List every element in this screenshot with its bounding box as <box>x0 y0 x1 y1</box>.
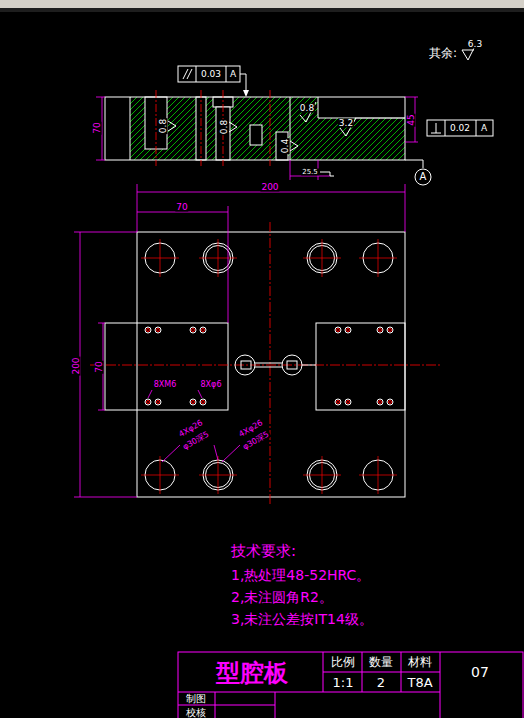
tolerance-value: 0.03 <box>200 70 222 79</box>
hole-callout: 8XM6 <box>153 381 178 389</box>
roughness-value: 3.2 <box>338 119 354 128</box>
title-cell: 07 <box>470 665 490 679</box>
dimension: 70 <box>175 203 188 212</box>
dimension: 25.5 <box>301 169 319 176</box>
title-cell: 比例 <box>330 656 356 668</box>
roughness-value: 0.8 <box>299 104 315 113</box>
dimension: 200 <box>72 356 81 375</box>
title-cell: 材料 <box>407 656 433 668</box>
roughness-value: 0.8 <box>220 119 229 135</box>
title-cell: 校核 <box>185 708 207 718</box>
datum-ref: A <box>480 124 488 133</box>
datum-label: A <box>419 172 428 182</box>
hole-callout: 8Xφ6 <box>200 381 223 389</box>
note-text: 其余: <box>428 47 458 59</box>
title-cell: 数量 <box>368 656 394 668</box>
tech-heading: 技术要求: <box>230 544 297 559</box>
title-cell: 2 <box>376 676 386 689</box>
dimension: 70 <box>93 121 102 134</box>
tolerance-value: 0.02 <box>449 124 471 133</box>
title-cell: 型腔板 <box>215 661 289 685</box>
title-cell: 1:1 <box>332 676 355 689</box>
datum-ref: A <box>229 70 237 79</box>
dimension: 70 <box>95 360 104 373</box>
roughness-value: 6.3 <box>467 40 483 49</box>
tech-note: 1,热处理48-52HRC。 <box>230 568 371 582</box>
dimension: 200 <box>260 183 279 192</box>
roughness-value: 0.8 <box>159 118 168 134</box>
roughness-value: 0.4 <box>281 138 290 154</box>
tech-note: 2,未注圆角R2。 <box>230 590 334 604</box>
title-cell: 制图 <box>185 694 207 704</box>
title-cell: T8A <box>406 676 433 689</box>
dimension: 45 <box>407 113 416 126</box>
tech-note: 3,未注公差按IT14级。 <box>230 612 374 626</box>
